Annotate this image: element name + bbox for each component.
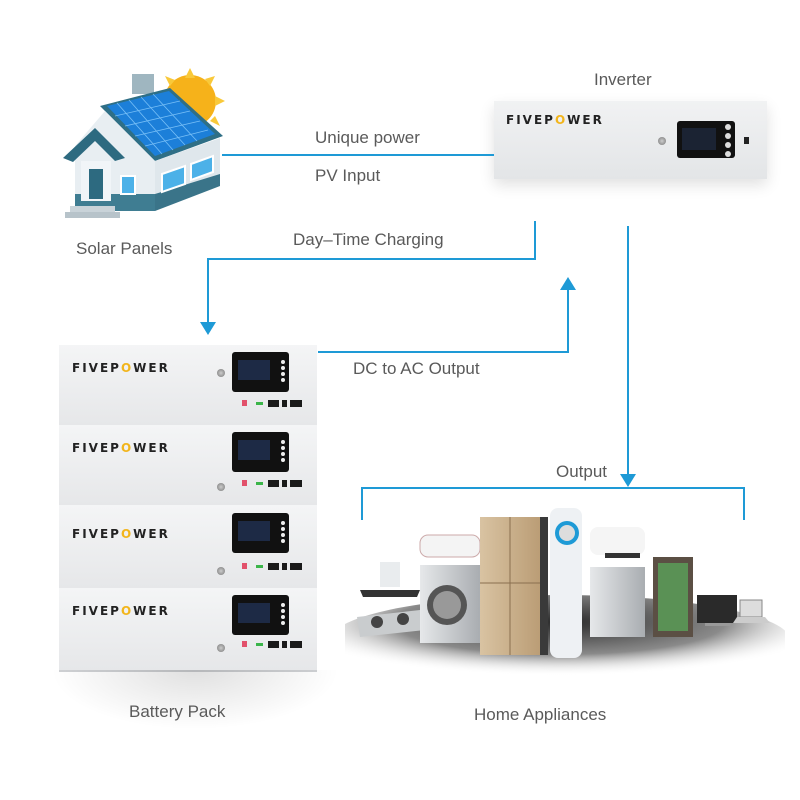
range-hood-icon — [360, 562, 420, 597]
charging-line-to-battery — [207, 258, 209, 326]
arrow-down-icon — [200, 322, 216, 335]
battery-switch-icon — [217, 644, 225, 652]
unique-power-label: Unique power — [315, 128, 420, 147]
laptop-icon — [733, 599, 770, 623]
battery-pack: FIVEPOWER FIVEPOWER FIVEPOWER FIVEPOWER — [59, 345, 317, 672]
solar-house-illustration — [45, 66, 235, 226]
battery-brand-logo: FIVEPOWER — [72, 604, 170, 618]
inverter-label: Inverter — [594, 70, 652, 89]
battery-switch-icon — [217, 567, 225, 575]
air-conditioner-icon — [419, 534, 481, 558]
inverter-unit: FIVEPOWER — [494, 101, 767, 179]
inverter-port-icon — [744, 137, 749, 144]
air-purifier-icon — [550, 508, 582, 658]
battery-brand-logo: FIVEPOWER — [72, 441, 170, 455]
home-appliances-illustration — [330, 505, 790, 685]
inverter-brand-logo: FIVEPOWER — [506, 113, 604, 127]
battery-module: FIVEPOWER — [59, 588, 317, 672]
battery-module: FIVEPOWER — [59, 505, 317, 590]
charging-line-horizontal — [207, 258, 536, 260]
home-appliances-label: Home Appliances — [474, 705, 607, 724]
output-line-down — [627, 226, 629, 478]
solar-panels-label: Solar Panels — [76, 239, 173, 258]
battery-brand-logo: FIVEPOWER — [72, 361, 170, 375]
television-icon — [697, 595, 737, 626]
beverage-cooler-icon — [653, 557, 693, 637]
top-load-washer-icon — [590, 567, 645, 637]
battery-brand-logo: FIVEPOWER — [72, 527, 170, 541]
battery-ports — [234, 480, 304, 490]
output-bracket-left — [361, 487, 363, 520]
battery-switch-icon — [217, 483, 225, 491]
battery-display — [232, 352, 289, 392]
battery-module: FIVEPOWER — [59, 425, 317, 507]
pv-input-line — [222, 154, 494, 156]
output-bracket-horizontal — [361, 487, 745, 489]
battery-pack-label: Battery Pack — [129, 702, 226, 721]
refrigerator-icon — [480, 517, 548, 655]
cooktop-icon — [357, 610, 425, 637]
inverter-display — [677, 121, 735, 158]
battery-ports — [234, 641, 304, 651]
arrow-up-icon — [560, 277, 576, 290]
battery-display — [232, 595, 289, 635]
arrow-down-icon — [620, 474, 636, 487]
output-bracket-right — [743, 487, 745, 520]
dc-to-ac-output-label: DC to AC Output — [353, 359, 480, 378]
inverter-switch-icon — [658, 137, 666, 145]
day-time-charging-label: Day–Time Charging — [293, 230, 444, 249]
battery-ports — [234, 400, 304, 410]
washing-machine-icon — [420, 565, 480, 643]
battery-shadow — [50, 670, 340, 730]
battery-switch-icon — [217, 369, 225, 377]
battery-module: FIVEPOWER — [59, 345, 317, 427]
battery-ports — [234, 563, 304, 573]
pv-input-label: PV Input — [315, 166, 381, 185]
water-heater-icon — [590, 527, 645, 558]
battery-display — [232, 432, 289, 472]
charging-line-down — [534, 221, 536, 260]
dc-ac-line-up — [567, 288, 569, 353]
battery-display — [232, 513, 289, 553]
output-label: Output — [556, 462, 608, 481]
dc-ac-line-horizontal — [318, 351, 569, 353]
